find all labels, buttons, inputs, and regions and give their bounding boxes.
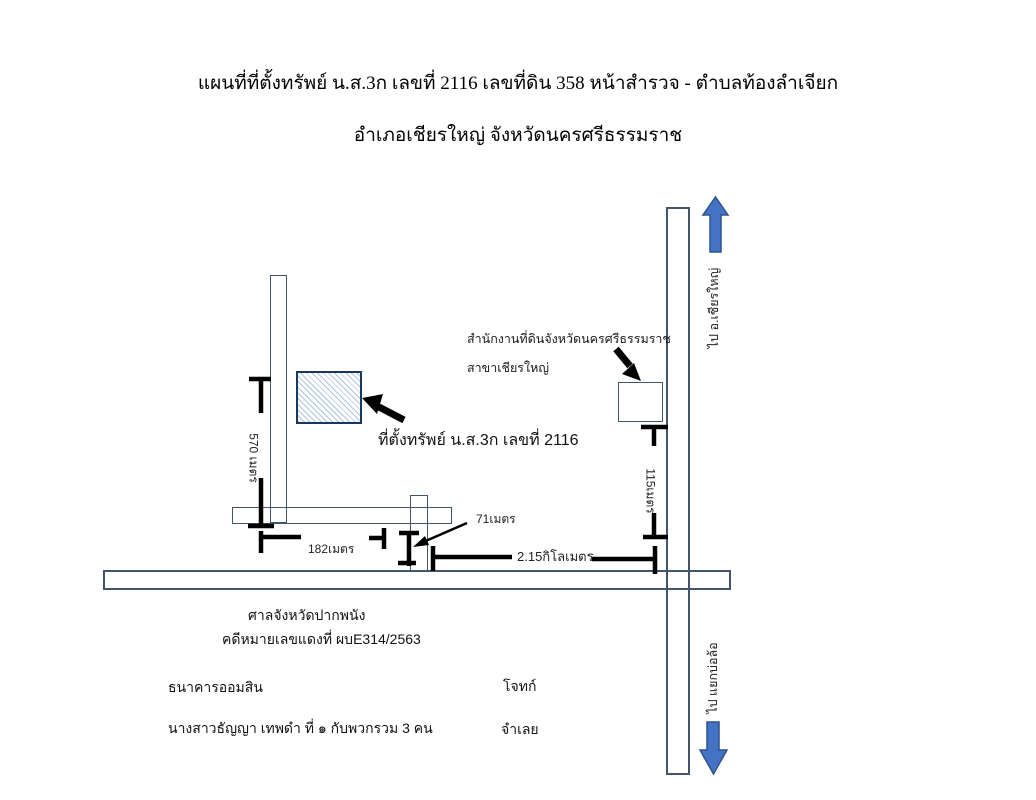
north-direction-arrow xyxy=(701,195,730,253)
defendant-name: นางสาวธัญญา เทพดำ ที่ ๑ กับพวกรวม 3 คน xyxy=(168,720,433,736)
dim-182-label: 182เมตร xyxy=(308,542,355,556)
dim-215km-label: 2.15กิโลเมตร xyxy=(517,549,594,564)
defendant-role: จำเลย xyxy=(501,721,539,737)
bottom-horizontal-road xyxy=(103,570,731,590)
plaintiff-name: ธนาคารออมสิน xyxy=(168,679,263,695)
right-vertical-road xyxy=(666,207,690,775)
south-direction-arrow xyxy=(698,721,729,776)
dim-115-label: 115เมตร xyxy=(643,468,658,514)
document-title-line1: แผนที่ที่ตั้งทรัพย์ น.ส.3ก เลขที่ 2116 เ… xyxy=(197,73,839,94)
office-label-line1: สำนักงานที่ดินจังหวัดนครศรีธรรมราช xyxy=(467,332,671,346)
office-arrow xyxy=(613,346,641,381)
office-label-line2: สาขาเชียรใหญ่ xyxy=(467,361,550,375)
case-number: คดีหมายเลขแดงที่ ผบE314/2563 xyxy=(222,631,421,647)
document-title-line2: อำเภอเชียรใหญ่ จังหวัดนครศรีธรรมราช xyxy=(353,125,683,146)
direction-label-north: ไป อ.เชียรใหญ่ xyxy=(707,267,721,349)
dim-71-label: 71เมตร xyxy=(476,512,516,526)
property-arrow xyxy=(362,394,406,424)
land-office-rect xyxy=(618,382,663,422)
small-vertical-road xyxy=(410,495,428,572)
dim-570-label: 570 เมตร xyxy=(246,433,261,483)
court-name: ศาลจังหวัดปากพนัง xyxy=(248,607,366,623)
direction-label-south: ไป แยกบ่อล้อ xyxy=(706,642,720,714)
plaintiff-role: โจทก์ xyxy=(503,678,537,694)
property-label: ที่ตั้งทรัพย์ น.ส.3ก เลขที่ 2116 xyxy=(378,432,579,449)
property-parcel-hatched-rect xyxy=(296,371,362,424)
left-vertical-road xyxy=(270,275,287,523)
middle-horizontal-road xyxy=(232,507,452,524)
